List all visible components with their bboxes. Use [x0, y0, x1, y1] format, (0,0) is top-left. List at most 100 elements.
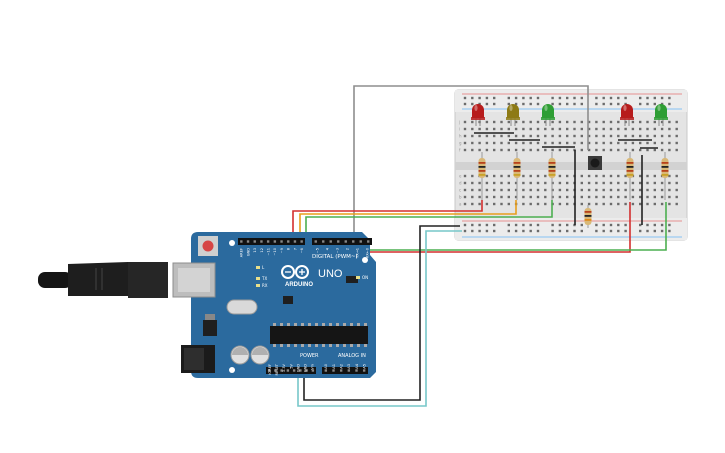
breadboard-hole	[653, 174, 656, 178]
breadboard-hole	[529, 141, 532, 145]
rail-hole	[485, 223, 489, 227]
led-red-2[interactable]	[620, 104, 634, 126]
header-pin[interactable]	[339, 369, 343, 372]
breadboard-hole	[558, 195, 562, 199]
breadboard-hole	[500, 202, 503, 206]
breadboard-hole	[602, 127, 605, 131]
header-pin[interactable]	[314, 240, 317, 243]
header-pin[interactable]	[362, 369, 366, 372]
rail-hole	[514, 229, 518, 233]
header-pin[interactable]	[293, 240, 297, 243]
breadboard-hole	[478, 181, 481, 185]
rail-hole	[609, 96, 613, 100]
power-header	[266, 367, 316, 374]
push-button[interactable]	[588, 156, 602, 170]
wire-green-1[interactable]	[305, 200, 553, 243]
breadboard-hole	[544, 127, 547, 131]
breadboard-hole	[485, 188, 489, 192]
rail-hole	[617, 96, 620, 100]
breadboard-hole	[617, 202, 620, 206]
header-pin[interactable]	[337, 240, 340, 243]
push-button-cap[interactable]	[590, 158, 600, 168]
breadboard-hole	[529, 127, 532, 131]
rail-hole	[522, 96, 525, 100]
row-letter: e	[459, 174, 462, 179]
header-pin[interactable]	[286, 369, 290, 372]
rail-hole	[485, 229, 489, 233]
header-pin[interactable]	[267, 369, 271, 372]
breadboard-hole	[609, 148, 613, 152]
header-pin[interactable]	[329, 240, 332, 243]
breadboard-hole	[675, 188, 678, 192]
header-pin[interactable]	[300, 240, 303, 243]
breadboard-hole	[507, 188, 510, 192]
breadboard-hole	[551, 148, 554, 152]
header-pin[interactable]	[347, 369, 351, 372]
rail-hole	[551, 223, 554, 227]
row-letter: h	[459, 134, 462, 139]
wire-ground[interactable]	[303, 225, 460, 401]
pin-label: Vin	[311, 364, 315, 370]
header-pin[interactable]	[355, 369, 358, 372]
header-pin[interactable]	[324, 369, 328, 372]
led-red-1[interactable]	[471, 104, 485, 126]
usb-cable[interactable]	[38, 262, 168, 298]
breadboard-hole	[595, 188, 598, 192]
breadboard-hole	[580, 148, 583, 152]
breadboard-hole	[536, 195, 540, 199]
breadboard-hole	[485, 174, 489, 178]
rail-hole	[551, 96, 554, 100]
wire-gray[interactable]	[353, 85, 589, 243]
wire-yellow[interactable]	[299, 200, 517, 243]
header-pin[interactable]	[280, 240, 283, 243]
header-pin[interactable]	[352, 240, 355, 243]
header-pin[interactable]	[367, 240, 370, 243]
wire-5v[interactable]	[297, 230, 462, 407]
header-pin[interactable]	[246, 240, 250, 243]
header-pin[interactable]	[322, 240, 325, 243]
header-pin[interactable]	[299, 369, 302, 372]
rail-hole	[514, 102, 518, 106]
breadboard-hole	[580, 195, 583, 199]
breadboard-hole	[478, 134, 481, 138]
rail-hole	[653, 96, 656, 100]
header-pin[interactable]	[240, 240, 243, 243]
row-letter: d	[459, 181, 462, 186]
pin-label: RESET	[275, 363, 279, 375]
header-pin[interactable]	[311, 369, 315, 372]
breadboard-hole	[522, 195, 525, 199]
header-pin[interactable]	[274, 369, 277, 372]
pin-label: A0	[324, 363, 328, 368]
header-pin[interactable]	[280, 369, 283, 372]
breadboard-hole	[668, 120, 671, 124]
header-pin[interactable]	[359, 240, 362, 243]
header-pin[interactable]	[332, 369, 335, 372]
header-pin[interactable]	[273, 240, 277, 243]
led-yellow[interactable]	[506, 104, 520, 126]
breadboard-hole	[653, 127, 656, 131]
pin-label: 3.3V	[282, 363, 286, 372]
header-pin[interactable]	[260, 240, 263, 243]
breadboard-hole	[668, 174, 671, 178]
breadboard-hole	[551, 141, 554, 145]
breadboard-hole	[463, 120, 467, 124]
led-green-2[interactable]	[654, 104, 668, 126]
breadboard-hole	[500, 174, 503, 178]
header-pin[interactable]	[305, 369, 308, 372]
reset-button[interactable]	[202, 240, 214, 252]
header-pin[interactable]	[292, 369, 296, 372]
header-pin[interactable]	[287, 240, 290, 243]
rail-hole	[573, 229, 576, 233]
wire-red-1[interactable]	[292, 200, 483, 243]
header-pin[interactable]	[266, 240, 270, 243]
led-green-1[interactable]	[541, 104, 555, 126]
breadboard-hole	[507, 202, 510, 206]
header-pin[interactable]	[344, 240, 347, 243]
header-pin[interactable]	[253, 240, 256, 243]
breadboard-hole	[660, 127, 664, 131]
breadboard-hole	[617, 188, 620, 192]
rail-hole	[595, 102, 598, 106]
breadboard-hole	[668, 181, 671, 185]
